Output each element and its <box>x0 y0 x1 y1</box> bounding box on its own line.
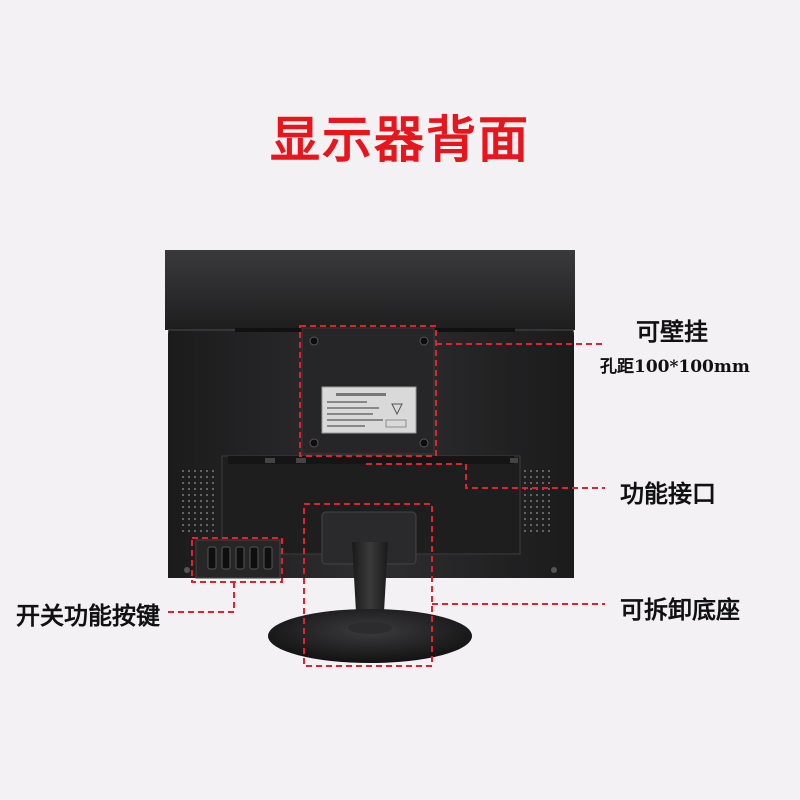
vesa-hole-icon <box>419 336 429 346</box>
stand-neck <box>352 542 388 628</box>
base-label: 可拆卸底座 <box>620 596 740 624</box>
hardware-key-icon <box>235 546 245 570</box>
port-connector <box>296 458 306 463</box>
monitor-top-panel <box>165 250 575 330</box>
ports-label: 功能接口 <box>620 480 716 508</box>
port-connector <box>510 458 518 463</box>
wall-mount-highlight-box <box>299 325 437 457</box>
hardware-key-icon <box>207 546 217 570</box>
power-keys-label: 开关功能按键 <box>16 602 160 630</box>
vesa-hole-icon <box>309 438 319 448</box>
port-connector <box>265 458 275 463</box>
power-keys-leader-line <box>168 582 235 613</box>
hardware-key-icon <box>263 546 273 570</box>
left-vent-grille <box>182 470 214 532</box>
hardware-key-icon <box>249 546 259 570</box>
right-vent-grille <box>522 470 554 532</box>
page-title: 显示器背面 <box>270 111 530 169</box>
base-highlight-box <box>303 503 433 667</box>
ports-leader-line <box>366 463 605 489</box>
hole-spacing-label: 孔距100*100mm <box>600 357 750 377</box>
vesa-hole-icon <box>309 336 319 346</box>
power-keys-highlight-box <box>191 537 283 583</box>
power-function-keys <box>195 539 281 579</box>
stand-base <box>268 609 472 663</box>
vesa-hole-icon <box>419 438 429 448</box>
product-label-sticker <box>321 386 417 434</box>
hardware-key-icon <box>221 546 231 570</box>
wall-mount-label: 可壁挂 <box>636 318 708 346</box>
